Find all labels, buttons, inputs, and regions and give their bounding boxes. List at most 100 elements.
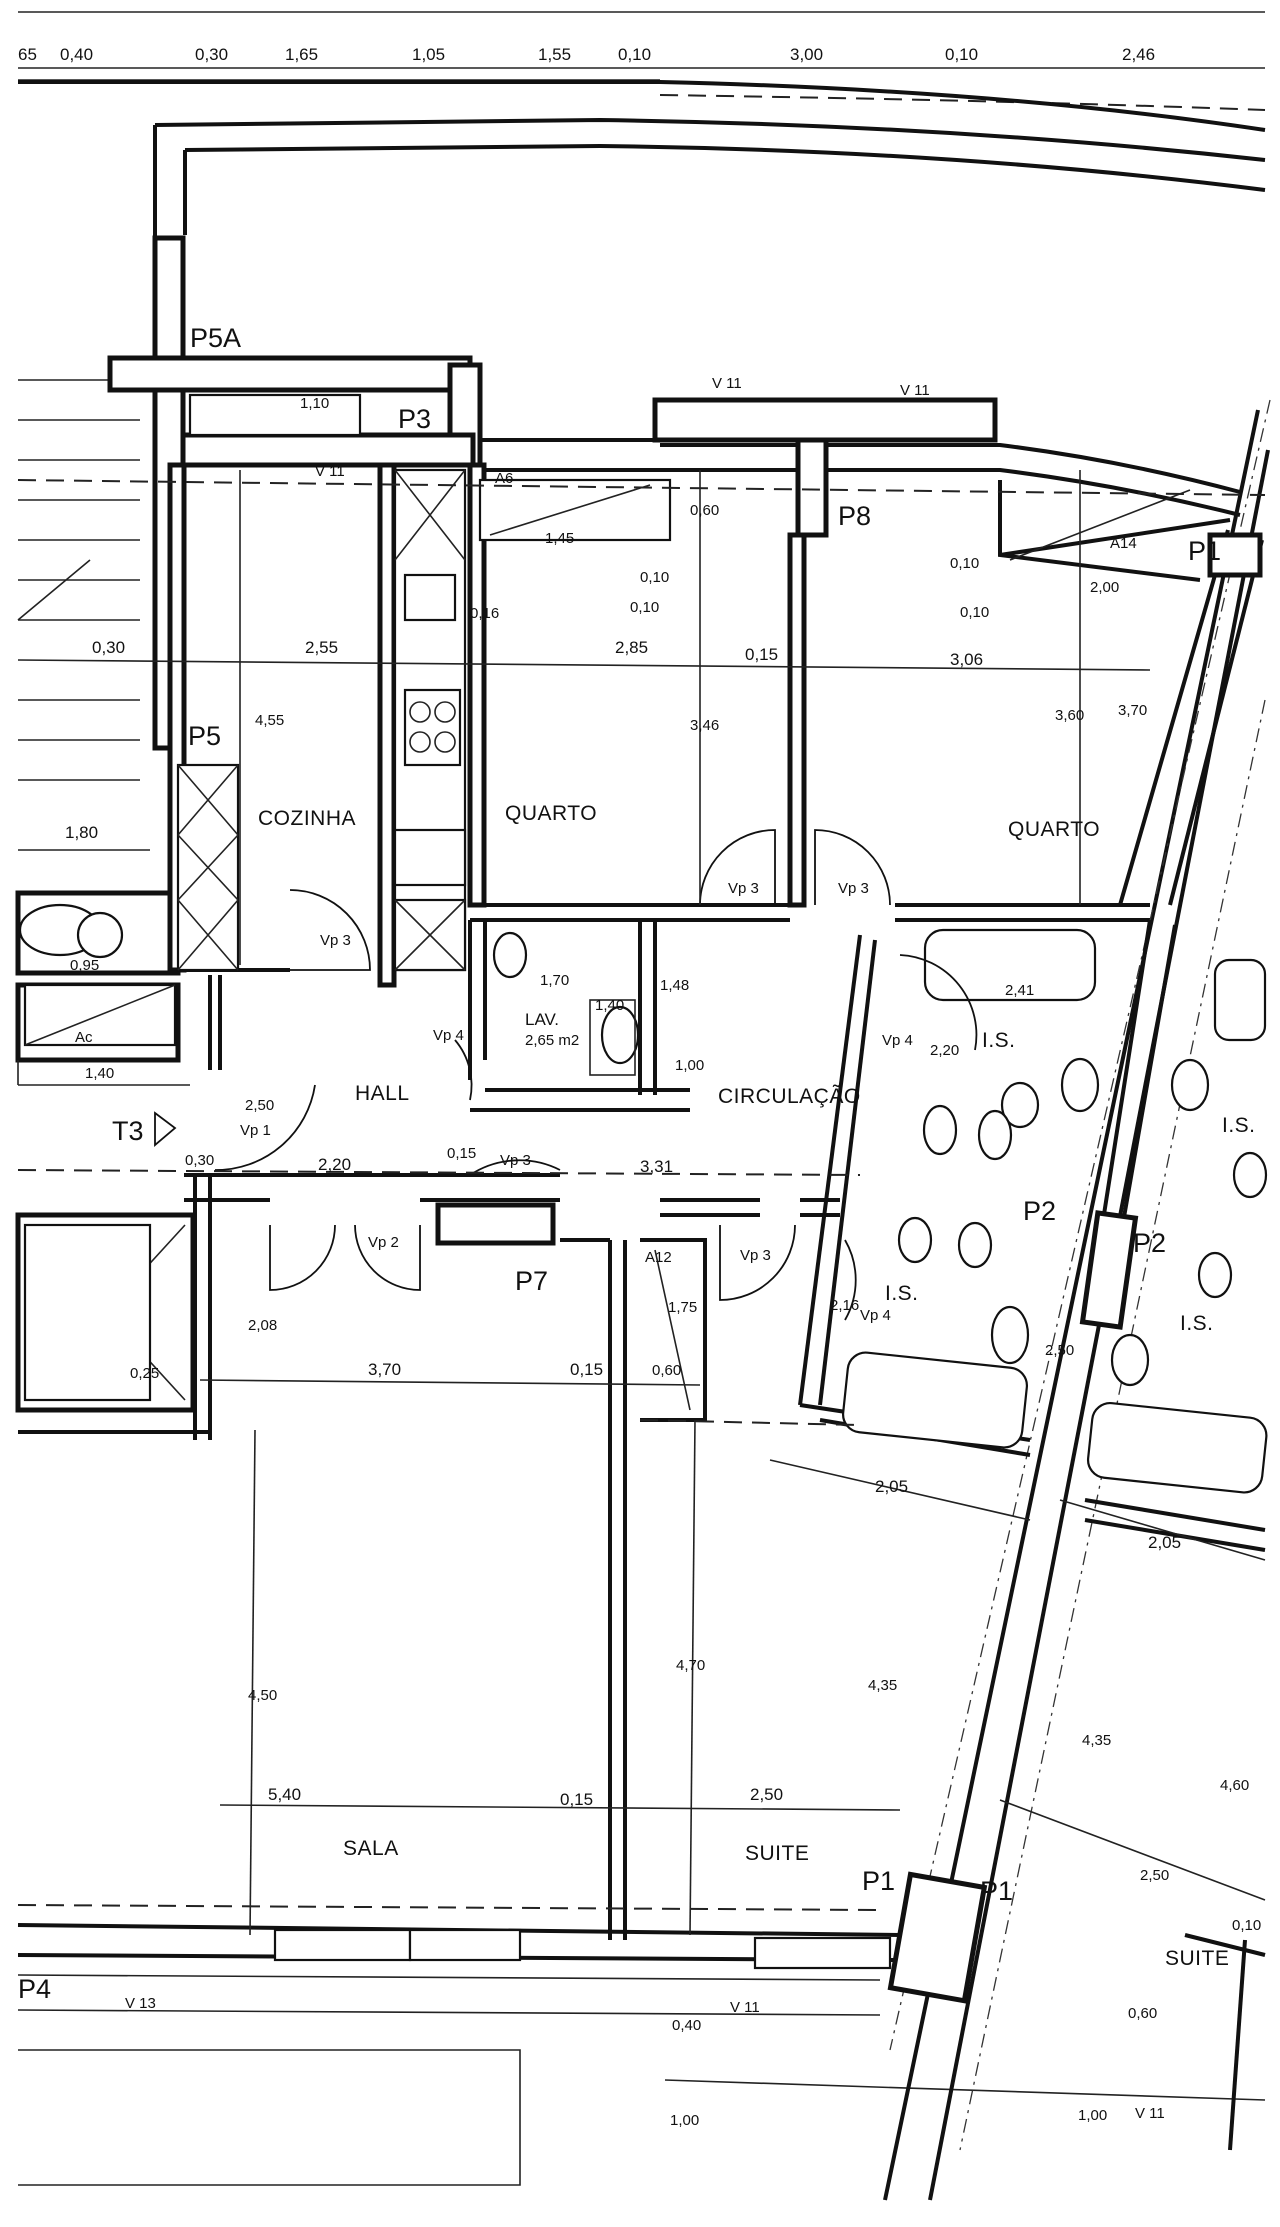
dim-4-60: 4,60 [1220, 1777, 1249, 1794]
label-t3: T3 [112, 1116, 144, 1146]
dim-4-50: 4,50 [248, 1687, 277, 1704]
dim-2-41: 2,41 [1005, 982, 1034, 999]
dim-2-55: 2,55 [305, 638, 338, 657]
pillar-labels: P5A P3 P8 P1 P5 P2 P2 P7 P1 P1 P4 T3 [18, 323, 1221, 2004]
dim-3-46: 3,46 [690, 717, 719, 734]
element-a14: A14 [1110, 535, 1137, 552]
dim-1-45: 1,45 [545, 530, 574, 547]
dim-2-20-is: 2,20 [930, 1042, 959, 1059]
room-suite-2: SUITE [1165, 1947, 1229, 1970]
dim-1-48: 1,48 [660, 977, 689, 994]
label-p8: P8 [838, 501, 871, 531]
dim-0-95: 0,95 [70, 957, 99, 974]
element-a12: A12 [645, 1249, 672, 1266]
dim-0-16: 0,16 [470, 605, 499, 622]
dim-1-80: 1,80 [65, 823, 98, 842]
room-quarto-2: QUARTO [1008, 818, 1100, 841]
room-quarto-1: QUARTO [505, 802, 597, 825]
dim-0-15-c: 0,15 [570, 1360, 603, 1379]
label-p5a: P5A [190, 323, 241, 353]
door-labels: Vp 3 Vp 3 Vp 3 Vp 3 Vp 3 Vp 4 Vp 4 Vp 4 … [240, 880, 913, 1324]
dim-1-00-right: 1,00 [1078, 2107, 1107, 2124]
door-vp3-kitchen: Vp 3 [320, 932, 351, 949]
dim-2-50-hall: 2,50 [245, 1097, 274, 1114]
dim-1-75: 1,75 [668, 1299, 697, 1316]
dim-1-40-lav: 1,40 [595, 997, 624, 1014]
kitchen-fixtures [176, 393, 467, 972]
room-lav: LAV. [525, 1010, 559, 1029]
dim-0-10-c: 0,10 [950, 555, 979, 572]
door-vp3-suite: Vp 3 [740, 1247, 771, 1264]
dim-0-60-bottom: 0,60 [1128, 2005, 1157, 2022]
window-v11-a: V 11 [712, 375, 742, 392]
dim-0-10-b: 0,10 [630, 599, 659, 616]
dim-4-35-b: 4,35 [1082, 1732, 1111, 1749]
dim-3-60: 3,60 [1055, 707, 1084, 724]
element-ac: Ac [75, 1029, 93, 1046]
door-vp4-is-1: Vp 4 [882, 1032, 913, 1049]
window-labels: V 11 V 11 V 11 V 11 V 11 V 13 A12 A14 Ac… [75, 375, 1165, 2122]
window-v11-c: V 11 [730, 1999, 760, 2016]
door-vp4-lav: Vp 4 [433, 1027, 464, 1044]
door-vp4-is-2: Vp 4 [860, 1307, 891, 1324]
dim-2-00-q: 2,00 [1090, 579, 1119, 596]
pillar-p1 [887, 1871, 988, 2004]
room-is-2: I.S. [885, 1282, 919, 1305]
room-is-1: I.S. [982, 1029, 1016, 1052]
dim-0-10-a: 0,10 [640, 569, 669, 586]
dim-0-15-d: 0,15 [560, 1790, 593, 1809]
label-p7: P7 [515, 1266, 548, 1296]
pillar-p7 [435, 1202, 556, 1246]
dim-4-70: 4,70 [676, 1657, 705, 1674]
label-p1-a: P1 [862, 1866, 895, 1896]
dim-3-31: 3,31 [640, 1157, 673, 1176]
room-is-4: I.S. [1180, 1312, 1214, 1335]
label-p5: P5 [188, 721, 221, 751]
element-a6: A6 [495, 470, 513, 487]
dim-1-00-bottom: 1,00 [670, 2112, 699, 2129]
top-dim-2: 0,40 [60, 45, 93, 64]
dim-1-70: 1,70 [540, 972, 569, 989]
room-lav-area: 2,65 m2 [525, 1032, 579, 1049]
dim-0-40-bottom: 0,40 [672, 2017, 701, 2034]
top-dim-8: 3,00 [790, 45, 823, 64]
door-vp3-hall: Vp 3 [500, 1152, 531, 1169]
pillar-p2 [1079, 1210, 1139, 1330]
label-p1-top: P1 [1188, 536, 1221, 566]
label-p4: P4 [18, 1974, 51, 2004]
dim-2-05-a: 2,05 [875, 1477, 908, 1496]
label-p2-a: P2 [1023, 1196, 1056, 1226]
label-p2-b: P2 [1133, 1228, 1166, 1258]
room-sala: SALA [343, 1837, 399, 1860]
top-dim-7: 0,10 [618, 45, 651, 64]
dimension-labels: 1,10 0,30 2,55 2,85 0,15 3,06 0,10 0,10 … [65, 395, 1261, 2129]
stair-core [15, 379, 196, 1413]
room-suite-1: SUITE [745, 1842, 809, 1865]
dim-2-08: 2,08 [248, 1317, 277, 1334]
dim-0-15-b: 0,15 [447, 1145, 476, 1162]
doors [214, 829, 978, 1321]
dim-4-55: 4,55 [255, 712, 284, 729]
room-labels: COZINHA QUARTO QUARTO HALL CIRCULAÇÃO SA… [258, 802, 1255, 1970]
dim-2-05-b: 2,05 [1148, 1533, 1181, 1552]
bathroom-fixtures [18, 903, 1268, 1494]
dim-0-10-d: 0,10 [960, 604, 989, 621]
room-hall: HALL [355, 1082, 410, 1105]
dim-3-70-q: 3,70 [1118, 702, 1147, 719]
door-vp1: Vp 1 [240, 1122, 271, 1139]
dim-2-16: 2,16 [830, 1297, 859, 1314]
window-v11-e: V 11 [315, 463, 345, 480]
balcony-outline [18, 80, 1266, 240]
dim-2-50-suite: 2,50 [750, 1785, 783, 1804]
t3-marker-icon [154, 1111, 177, 1147]
dim-1-40: 1,40 [85, 1065, 114, 1082]
main-walls [17, 235, 1271, 2201]
top-dimension-chain: 65 0,40 0,30 1,65 1,05 1,55 0,10 3,00 0,… [18, 11, 1265, 81]
dim-4-35-a: 4,35 [868, 1677, 897, 1694]
top-dim-9: 0,10 [945, 45, 978, 64]
dim-5-40: 5,40 [268, 1785, 301, 1804]
window-v11-d: V 11 [1135, 2105, 1165, 2122]
dim-2-85: 2,85 [615, 638, 648, 657]
label-p3: P3 [398, 404, 431, 434]
